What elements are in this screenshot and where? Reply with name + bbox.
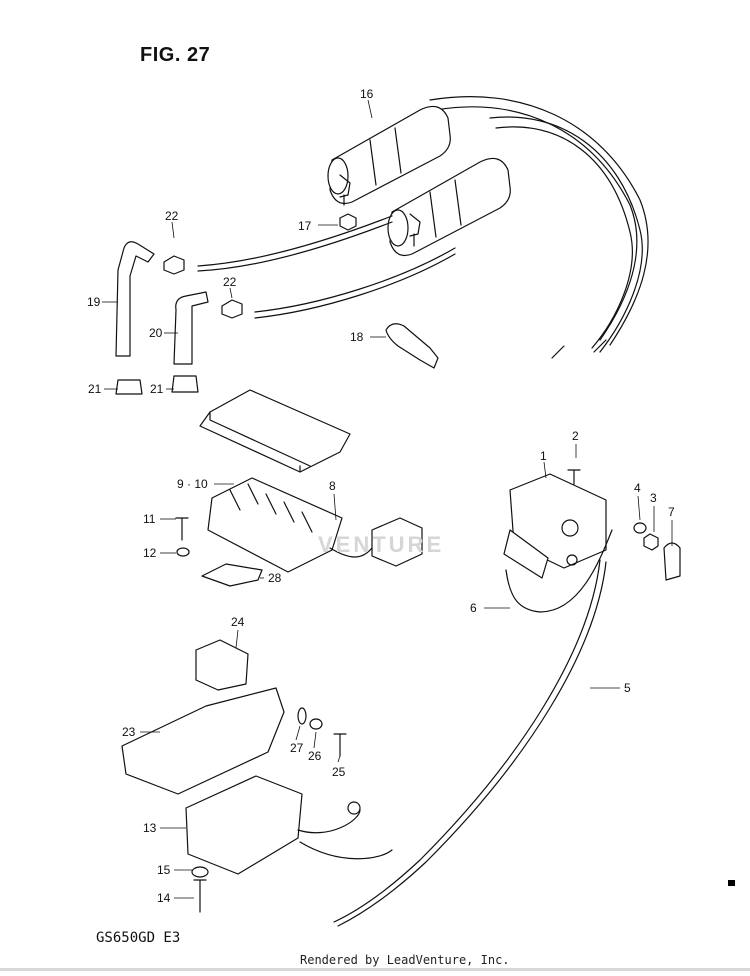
bottom-divider [0, 968, 750, 971]
model-code: GS650GD E3 [96, 930, 181, 946]
corner-mark [728, 880, 735, 886]
clamp-18 [385, 323, 439, 369]
washer-27 [297, 707, 307, 725]
watermark-text: VENTURE [318, 532, 445, 557]
callout-22b: 22 [223, 275, 237, 289]
callout-16: 16 [360, 87, 374, 101]
callout-9-10: 9 · 10 [177, 477, 208, 491]
callout-4: 4 [634, 481, 641, 495]
callout-15: 15 [157, 863, 171, 877]
washer-12 [176, 547, 190, 557]
callout-21a: 21 [88, 382, 102, 396]
callout-22a: 22 [165, 209, 179, 223]
washer-15 [191, 866, 209, 878]
callout-8: 8 [329, 479, 336, 493]
callout-14: 14 [157, 891, 171, 905]
callout-11: 11 [143, 512, 156, 526]
callout-24: 24 [231, 615, 245, 629]
callout-3: 3 [650, 491, 657, 505]
bracket-24 [195, 639, 249, 691]
callout-13: 13 [143, 821, 157, 835]
boot-21b [171, 375, 199, 393]
callout-2: 2 [572, 429, 579, 443]
starter-relay [503, 469, 607, 579]
nut-3 [643, 533, 659, 551]
callout-26: 26 [308, 749, 322, 763]
callout-12: 12 [143, 546, 157, 560]
callout-labels: 16 17 22 22 19 20 21 21 18 9 · 10 8 11 1… [87, 87, 675, 905]
washer-4 [633, 522, 647, 534]
fuse-box [199, 389, 423, 573]
figure-title: FIG. 27 [140, 44, 211, 66]
callout-5: 5 [624, 681, 631, 695]
callout-19: 19 [87, 295, 101, 309]
ignition-coil-assembly [197, 96, 649, 359]
callout-21b: 21 [150, 382, 164, 396]
washer-26 [309, 718, 323, 730]
plug-caps [115, 241, 243, 365]
bracket-28 [201, 563, 263, 587]
callout-27: 27 [290, 741, 304, 755]
boot-21a [115, 379, 143, 395]
callout-25: 25 [332, 765, 346, 779]
callout-23: 23 [122, 725, 136, 739]
callout-20: 20 [149, 326, 163, 340]
cap-7 [663, 542, 681, 581]
callout-28: 28 [268, 571, 282, 585]
bolt-14 [193, 879, 207, 913]
lead-6 [505, 529, 613, 613]
bolt-11 [175, 517, 189, 541]
rendered-by-footer: Rendered by LeadVenture, Inc. [300, 953, 510, 967]
regulator-13 [185, 775, 393, 875]
nut-17 [339, 213, 357, 231]
screw-25 [333, 733, 347, 757]
callout-7: 7 [668, 505, 675, 519]
callout-6: 6 [470, 601, 477, 615]
leader-lines [102, 99, 673, 899]
callout-18: 18 [350, 330, 364, 344]
callout-17: 17 [298, 219, 312, 233]
callout-1: 1 [540, 449, 547, 463]
mounting-plate-23 [121, 687, 285, 795]
lead-5 [333, 559, 601, 923]
